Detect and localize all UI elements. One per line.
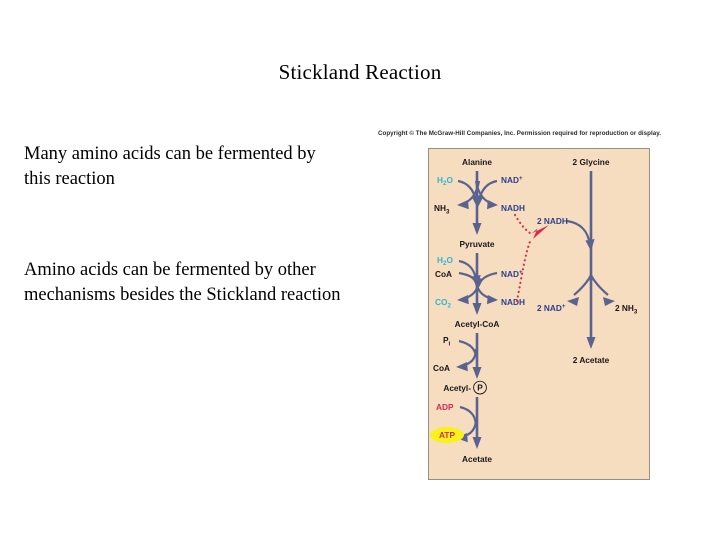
label-water-1: H2O — [437, 175, 453, 187]
figure-copyright: Copyright © The McGraw-Hill Companies, I… — [378, 130, 662, 137]
arrowhead-electron-transfer — [531, 225, 549, 239]
arrowhead-co2 — [457, 295, 469, 305]
arrowhead-ammonia-right — [603, 297, 615, 306]
label-ammonia-right: 2 NH3 — [615, 303, 638, 316]
label-acetate-right: 2 Acetate — [573, 355, 610, 365]
label-adp: ADP — [436, 402, 454, 412]
label-co2: CO2 — [435, 297, 451, 310]
label-pi-1: Pi — [443, 335, 451, 348]
arrowhead-nadh-1 — [487, 200, 498, 210]
dotted-electron-path-lower — [515, 237, 533, 303]
curve-adp-in — [459, 405, 478, 428]
label-nadplus-2: NAD+ — [501, 269, 523, 279]
arrowhead-acetate-right — [586, 337, 596, 349]
label-phosphate-p: P — [477, 383, 483, 393]
arrowhead-coa-out — [456, 362, 468, 372]
arrowhead-nadh-2 — [487, 295, 498, 305]
label-nadh-1: NADH — [501, 203, 525, 213]
arrowhead-pyruvate — [472, 223, 482, 235]
label-ammonia-1: NH3 — [434, 203, 450, 216]
arrowhead-ammonia-1 — [457, 200, 469, 210]
diagram-svg: Alanine H2O NAD+ NH3 NADH — [430, 157, 638, 464]
label-nadplus-right: 2 NAD+ — [537, 303, 566, 313]
label-alanine: Alanine — [462, 157, 492, 167]
arrowhead-nadh-right — [585, 239, 595, 251]
arrowhead-acetylcoa — [472, 303, 482, 315]
dotted-electron-path-upper — [513, 213, 535, 237]
atp-highlight — [430, 427, 464, 443]
label-glycine: 2 Glycine — [573, 157, 610, 167]
body-paragraph-2: Amino acids can be fermented by other me… — [24, 260, 341, 305]
label-coa-2: CoA — [433, 363, 450, 373]
body-paragraph-1: Many amino acids can be fermented by thi… — [24, 144, 316, 189]
label-nadh-2: NADH — [501, 297, 525, 307]
label-acetyl-phosphate: Acetyl- — [443, 383, 471, 393]
curve-ammonia-right-out — [590, 274, 609, 296]
label-atp: ATP — [439, 430, 455, 440]
arrowhead-nadplus-right — [567, 297, 579, 306]
label-acetyl-coa: Acetyl-CoA — [455, 319, 500, 329]
arrowhead-acetate — [472, 437, 482, 449]
label-nadh-right: 2 NADH — [537, 216, 568, 226]
label-acetate: Acetate — [462, 454, 492, 464]
label-nadplus-1: NAD+ — [501, 175, 523, 185]
curve-nadplus-right-out — [573, 274, 592, 296]
stickland-reaction-diagram: Alanine H2O NAD+ NH3 NADH — [428, 148, 650, 480]
page-title: Stickland Reaction — [278, 60, 442, 84]
curve-pi-in — [458, 339, 478, 358]
circle-p-outline — [473, 380, 487, 395]
label-pyruvate: Pyruvate — [459, 239, 494, 249]
arrowhead-acetylp — [472, 367, 482, 379]
label-water-2: H2O — [437, 255, 453, 267]
arrowhead-nadplus-1 — [474, 195, 484, 207]
label-coa-1: CoA — [435, 269, 452, 279]
